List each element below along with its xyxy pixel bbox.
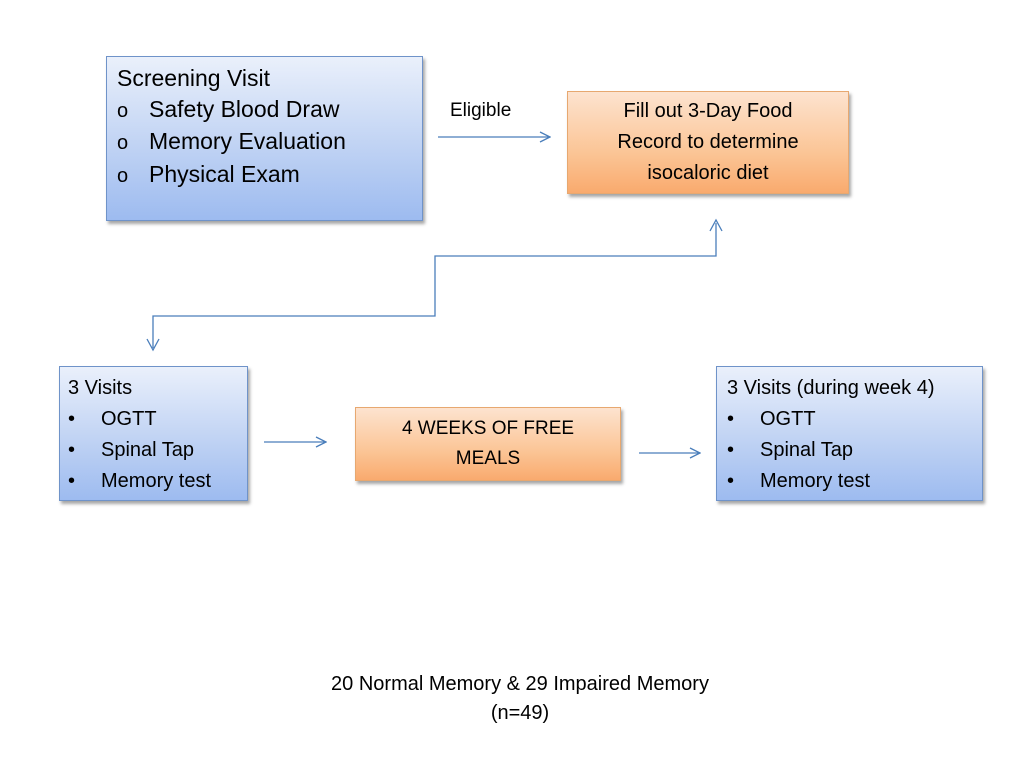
connector-arrowhead-down: [146, 338, 160, 352]
list-item: • Memory test: [727, 466, 972, 497]
list-item: o Memory Evaluation: [117, 126, 412, 159]
free-meals-box: 4 WEEKS OF FREE MEALS: [355, 407, 621, 481]
bullet-marker: o: [117, 132, 129, 154]
list-item-text: Memory test: [101, 470, 212, 492]
bullet-marker: •: [68, 470, 76, 492]
eligible-label: Eligible: [450, 100, 512, 121]
week4-visits-box: 3 Visits (during week 4) • OGTT • Spinal T…: [716, 366, 983, 501]
bullet-marker: •: [727, 470, 735, 492]
list-item: o Safety Blood Draw: [117, 94, 412, 127]
list-item: • Spinal Tap: [727, 435, 972, 466]
sample-size-caption: 20 Normal Memory & 29 Impaired Memory (n…: [0, 670, 1024, 728]
bullet-marker: •: [727, 439, 735, 461]
list-item-text: Memory test: [760, 470, 871, 492]
baseline-visits-box: 3 Visits • OGTT • Spinal Tap • Memory test: [59, 366, 248, 501]
list-item-text: OGTT: [760, 408, 816, 430]
list-item: o Physical Exam: [117, 159, 412, 192]
caption-line: 20 Normal Memory & 29 Impaired Memory: [331, 673, 709, 695]
list-item-text: Memory Evaluation: [149, 128, 346, 154]
bullet-marker: •: [68, 439, 76, 461]
list-item: • OGTT: [68, 404, 239, 435]
connector-arrowhead-up: [709, 218, 723, 232]
baseline-visits-list: • OGTT • Spinal Tap • Memory test: [68, 404, 239, 497]
screening-title: Screening Visit: [117, 65, 270, 91]
food-to-visits-connector: [152, 223, 717, 348]
list-item-text: Spinal Tap: [760, 439, 854, 461]
list-item-text: Spinal Tap: [101, 439, 195, 461]
list-item: • Spinal Tap: [68, 435, 239, 466]
bullet-marker: •: [727, 408, 735, 430]
list-item-text: Safety Blood Draw: [149, 95, 340, 122]
list-item: • OGTT: [727, 404, 972, 435]
food-record-line: Fill out 3-Day Food: [623, 100, 793, 122]
week4-visits-list: • OGTT • Spinal Tap • Memory test: [727, 404, 972, 497]
list-item: • Memory test: [68, 466, 239, 497]
bullet-marker: o: [117, 164, 129, 187]
bullet-marker: o: [117, 99, 129, 122]
week4-visits-title: 3 Visits (during week 4): [727, 377, 935, 399]
free-meals-line: MEALS: [455, 448, 521, 469]
list-item-text: OGTT: [101, 408, 157, 430]
list-item-text: Physical Exam: [149, 160, 300, 187]
food-record-line: isocaloric diet: [647, 162, 769, 184]
food-record-line: Record to determine: [617, 131, 799, 153]
bullet-marker: •: [68, 408, 76, 430]
baseline-visits-title: 3 Visits: [68, 377, 133, 399]
free-meals-line: 4 WEEKS OF FREE: [401, 418, 575, 439]
food-record-box: Fill out 3-Day Food Record to determine …: [567, 91, 849, 194]
caption-line: (n=49): [490, 702, 550, 724]
